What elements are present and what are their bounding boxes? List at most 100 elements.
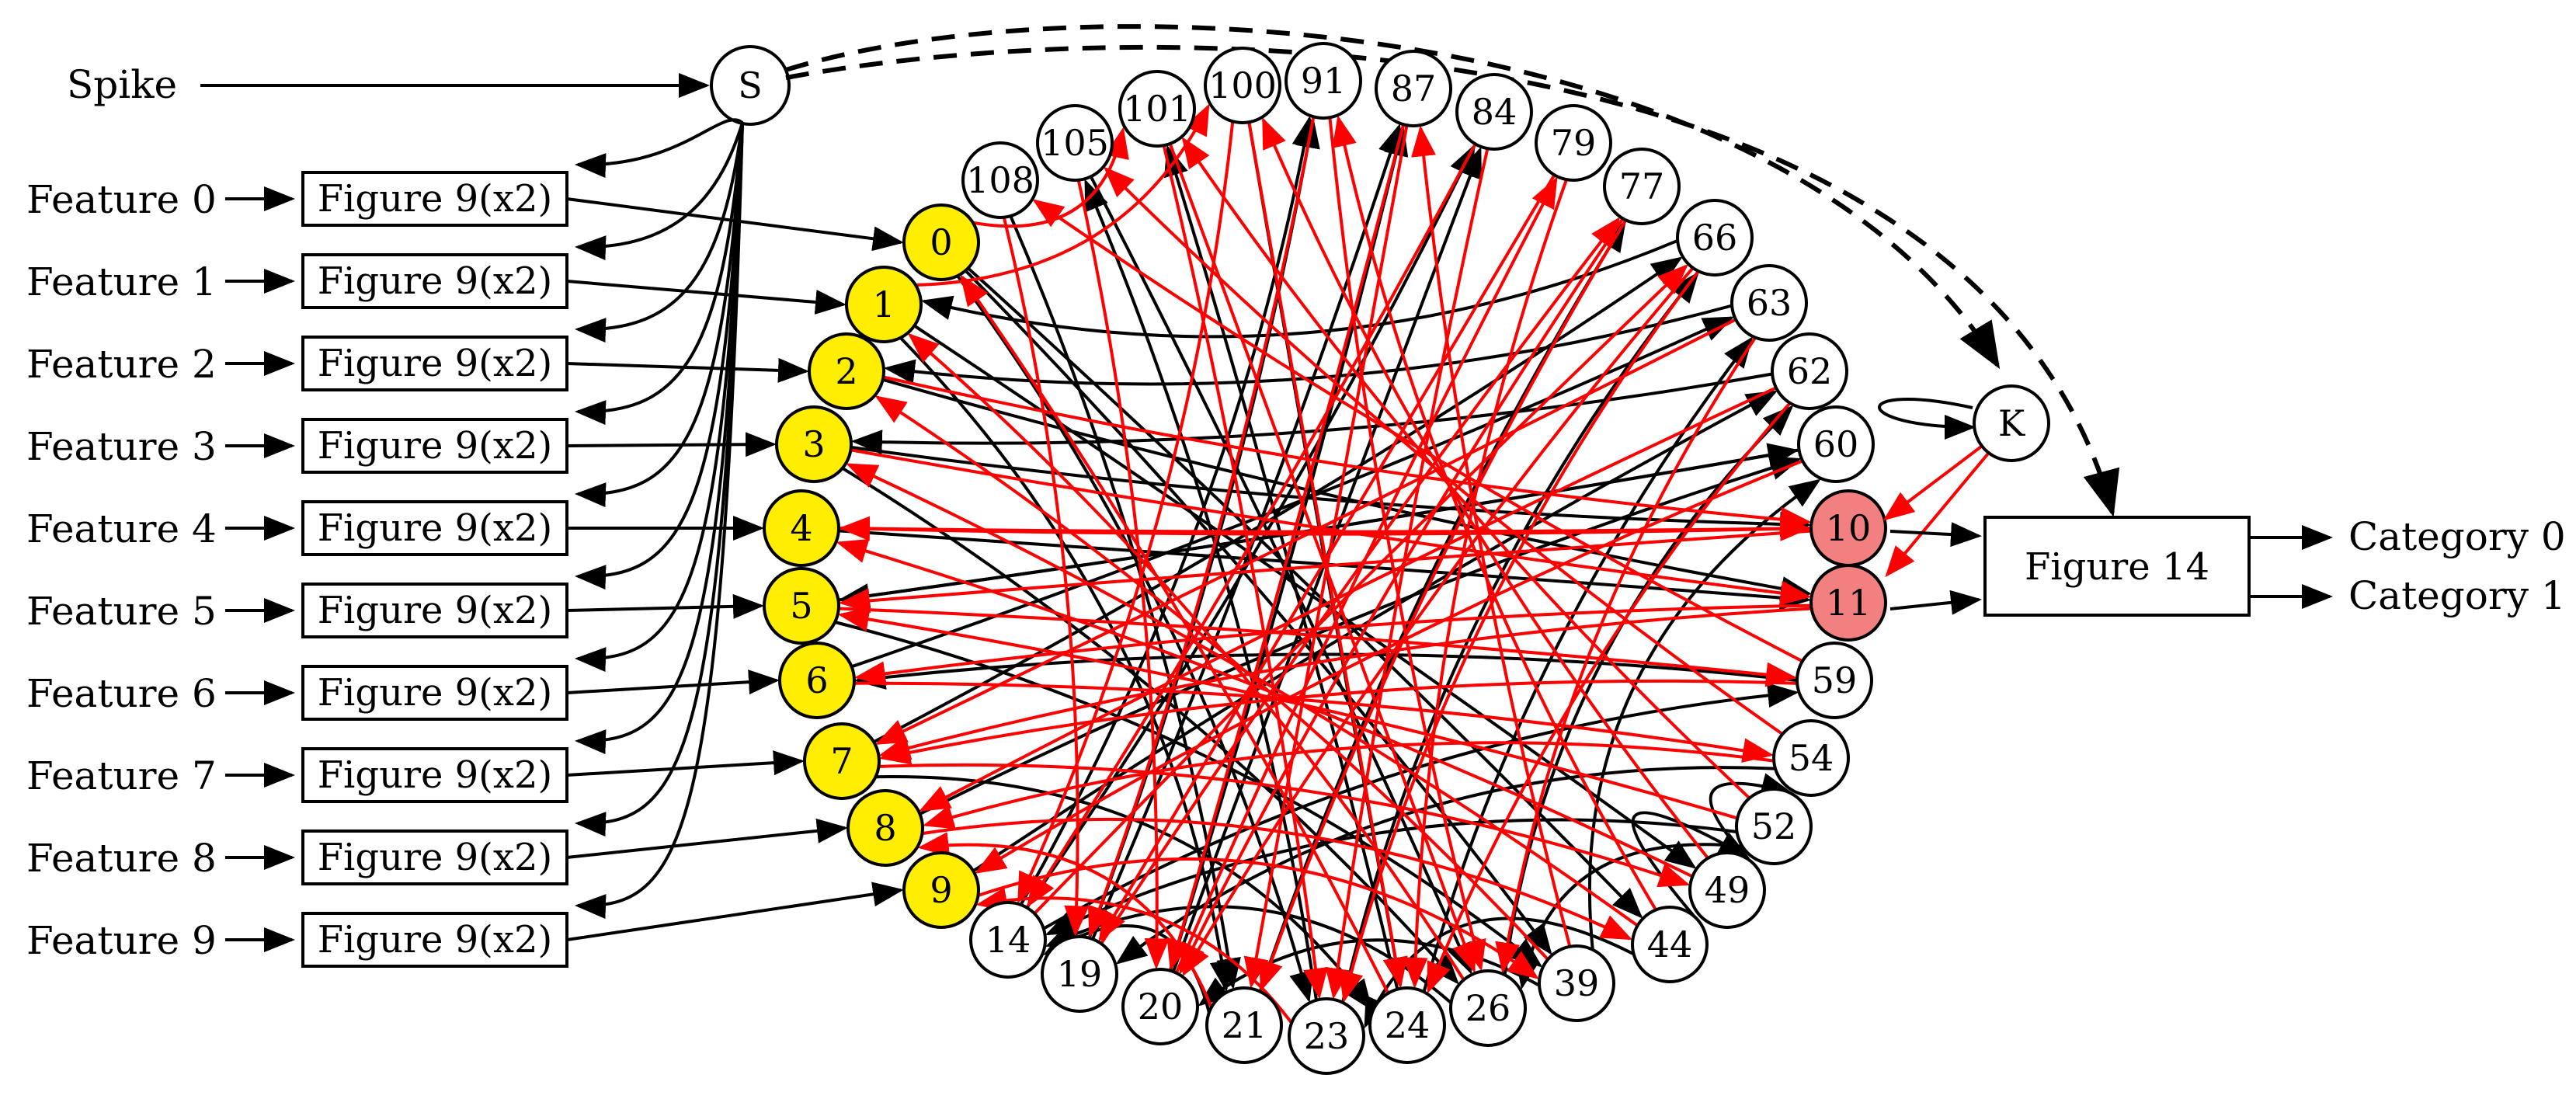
s-to-box-edge-4 (575, 122, 744, 508)
node-label-14: 14 (986, 919, 1031, 961)
edge-87-to-21 (1243, 124, 1409, 989)
box-to-input-edge-1 (566, 280, 846, 315)
node-label-91: 91 (1301, 60, 1347, 102)
s-to-box-edge-8 (575, 122, 744, 837)
node-label-1: 1 (872, 283, 895, 325)
node-label-105: 105 (1041, 122, 1109, 164)
s-to-box-edge-9 (575, 122, 744, 920)
feature-label-5: Feature 5 (26, 589, 217, 634)
node-91 (1285, 42, 1362, 120)
edge-77-to-20 (1179, 217, 1625, 975)
edge-77-to-21 (1259, 219, 1628, 992)
feature-label-1: Feature 1 (26, 259, 217, 304)
edge-14-to-66 (1033, 263, 1688, 915)
edge-10-to-4 (839, 516, 1812, 541)
node-label-39: 39 (1554, 962, 1600, 1004)
node-label-11: 11 (1826, 582, 1872, 624)
box-to-input-edge-3 (566, 432, 777, 457)
edge-84-to-23 (1325, 148, 1490, 1000)
figure14-label: Figure 14 (2025, 545, 2209, 589)
edge-44-to-91 (1332, 115, 1657, 911)
node-20 (1121, 968, 1199, 1045)
node-label-84: 84 (1472, 91, 1517, 133)
edge-54-to-8 (923, 741, 1775, 830)
feature-rows: Feature 0 Figure 9(x2) Feature 1 Figure 9(x… (26, 118, 904, 968)
edge-0-to-44 (967, 266, 1643, 919)
node-108 (961, 141, 1039, 219)
node-label-3: 3 (802, 423, 825, 465)
node-1 (845, 266, 923, 343)
edge-62-to-8 (919, 386, 1777, 812)
node-label-63: 63 (1747, 282, 1792, 324)
spike-label: Spike (67, 62, 177, 107)
edge-84-to-14 (1027, 143, 1477, 908)
s-to-box-edge-1 (575, 122, 744, 261)
feature-label-8: Feature 8 (26, 836, 217, 881)
s-to-box-edge-2 (575, 122, 744, 343)
node-label-9: 9 (930, 869, 952, 911)
s-to-box-edge-7 (575, 122, 744, 755)
box-to-input-edge-6 (566, 670, 780, 695)
node-label-2: 2 (835, 350, 857, 392)
edge-91-to-26 (1328, 117, 1486, 972)
edge-3-to-26 (841, 467, 1459, 985)
node-label-20: 20 (1138, 986, 1184, 1028)
node-4 (763, 489, 840, 567)
edge-8-to-60 (919, 456, 1802, 816)
edge-66-to-23 (1339, 270, 1700, 1003)
feature-box-label-9: Figure 9(x2) (318, 918, 553, 962)
node-label-66: 66 (1692, 217, 1738, 259)
edge-24-to-0 (960, 274, 1390, 994)
node-11 (1809, 564, 1887, 642)
feature-label-2: Feature 2 (26, 342, 217, 387)
node-label-26: 26 (1465, 987, 1511, 1029)
edge-1-to-21 (899, 336, 1235, 993)
feature-label-0: Feature 0 (26, 177, 217, 222)
edge-59-to-6 (854, 652, 1798, 690)
node-7 (803, 722, 881, 800)
node-label-19: 19 (1057, 953, 1103, 995)
node-label-49: 49 (1705, 869, 1750, 911)
edge-100-to-24 (1247, 121, 1408, 989)
edge-59-to-7 (878, 679, 1798, 765)
node-60 (1797, 405, 1875, 483)
node-59 (1796, 642, 1873, 719)
node-label-60: 60 (1813, 423, 1859, 465)
edge-5-to-59 (838, 607, 1798, 687)
edge-63-to-7 (874, 318, 1736, 745)
edge-39-to-87 (1411, 125, 1572, 948)
edge-11-to-7 (878, 607, 1812, 760)
edge-79-to-24 (1403, 179, 1568, 989)
k-to-10-edge (1882, 443, 1986, 521)
feature-label-3: Feature 3 (26, 424, 217, 469)
edge-66-to-20 (1182, 266, 1695, 977)
edge-100-to-14 (1017, 121, 1235, 904)
figure14-box (1983, 516, 2251, 617)
edge-7-to-66 (873, 256, 1683, 744)
node-62 (1771, 332, 1848, 410)
node-label-77: 77 (1619, 165, 1665, 207)
node-2 (808, 332, 885, 410)
node-label-8: 8 (874, 807, 896, 849)
node-101 (1118, 70, 1196, 148)
node-label-4: 4 (790, 507, 812, 549)
node-label-87: 87 (1391, 68, 1437, 110)
edge-63-to-2 (883, 304, 1733, 386)
node-77 (1603, 148, 1681, 225)
node-105 (1036, 104, 1114, 182)
node-14 (969, 901, 1047, 979)
node-label-5: 5 (790, 585, 812, 627)
edge-3-to-10 (850, 445, 1812, 537)
node-49 (1688, 851, 1766, 929)
edge-52-to-14 (1045, 818, 1737, 936)
node-label-79: 79 (1551, 122, 1597, 164)
node-3 (775, 405, 853, 483)
node-label-59: 59 (1812, 659, 1858, 701)
edge-6-to-54 (853, 681, 1775, 763)
feature-box-label-4: Figure 9(x2) (318, 506, 553, 550)
edge-91-to-19 (1087, 116, 1316, 938)
feature-box-0 (301, 171, 568, 227)
node-label-23: 23 (1304, 1015, 1350, 1057)
